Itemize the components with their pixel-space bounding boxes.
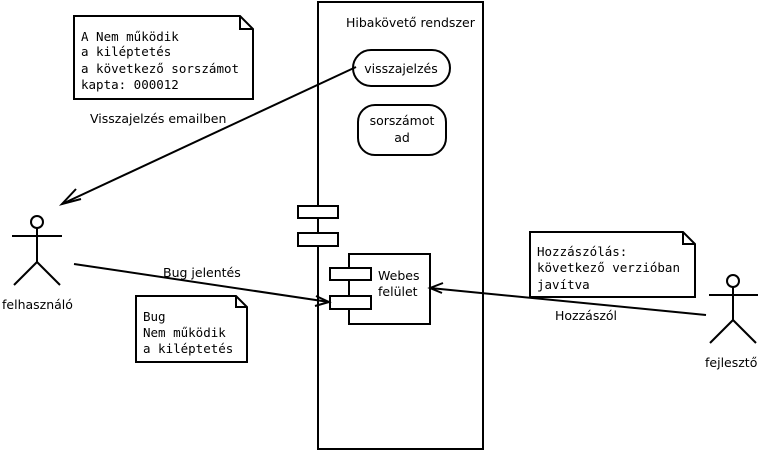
actor-developer-label: fejlesztő <box>705 355 757 370</box>
interface-port-upper <box>297 205 339 219</box>
arrowhead <box>58 188 82 206</box>
edge-comment <box>427 282 707 316</box>
component-tab-lower <box>329 295 372 310</box>
actor-user-head <box>30 215 44 229</box>
note-bug <box>135 295 248 363</box>
usecase-assign-number-line-2: ad <box>394 130 410 145</box>
edge-bug-report-label: Bug jelentés <box>163 265 241 280</box>
component-tab-upper <box>329 267 372 281</box>
component-label-line-1: Webes <box>378 268 419 283</box>
note-comment-line-3: javítva <box>537 277 590 292</box>
usecase-assign-number-line-1: sorszámot <box>370 113 435 128</box>
note-bug-line-1: Bug <box>143 309 166 324</box>
edge-comment-label: Hozzászól <box>555 308 617 323</box>
note-comment <box>529 231 696 298</box>
actor-user[interactable] <box>12 215 62 286</box>
system-title: Hibakövető rendszer <box>346 15 476 30</box>
note-status-line-1: A Nem működik <box>81 29 179 44</box>
edge-feedback-email-label: Visszajelzés emailben <box>90 111 226 126</box>
usecase-feedback-label: visszajelzés <box>364 61 438 76</box>
arrowhead <box>427 282 444 294</box>
note-status-line-3: a következő sorszámot <box>81 61 239 76</box>
interface-port-lower <box>297 232 339 247</box>
note-status-line-2: a kiléptetés <box>81 44 171 59</box>
arrowhead <box>314 295 332 307</box>
actor-user-label: felhasználó <box>2 297 73 312</box>
actor-developer-head <box>726 274 740 288</box>
component-label-line-2: felület <box>378 284 418 299</box>
edge-bug-report <box>73 263 332 307</box>
note-bug-line-2: Nem működik <box>143 325 226 340</box>
note-status-line-4: kapta: 000012 <box>81 77 179 92</box>
note-comment-line-1: Hozzászólás: <box>537 244 627 259</box>
edge-feedback-email <box>58 66 357 206</box>
note-status <box>73 15 254 100</box>
actor-developer[interactable] <box>709 274 758 344</box>
usecase-assign-number[interactable] <box>357 104 447 156</box>
note-bug-line-3: a kiléptetés <box>143 341 233 356</box>
note-comment-line-2: következő verzióban <box>537 260 680 275</box>
